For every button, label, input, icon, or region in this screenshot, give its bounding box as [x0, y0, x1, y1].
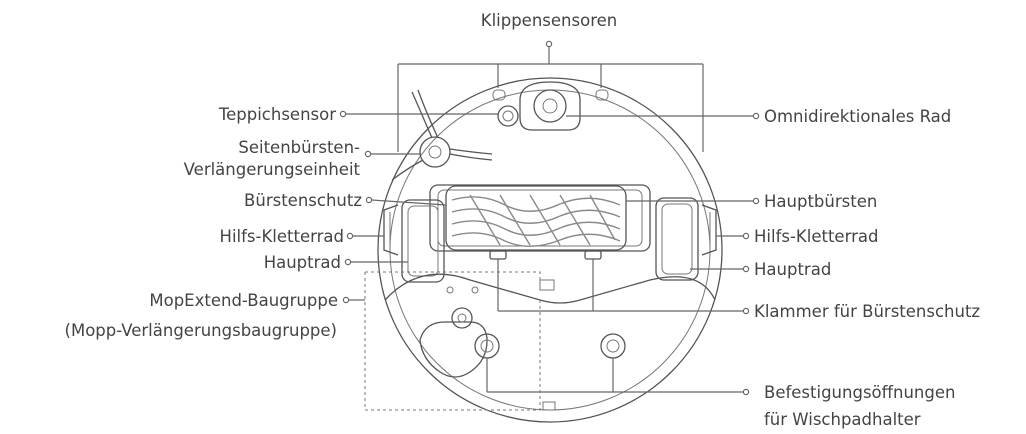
label-buerstenschutz: Bürstenschutz [244, 191, 362, 210]
label-hilfs-kletterrad-left: Hilfs-Kletterrad [220, 227, 344, 246]
label-mopextend-line2: (Mopp-Verlängerungsbaugruppe) [65, 321, 337, 340]
callout-buerstenschutz [365, 196, 447, 206]
climbing-wheel-right [701, 204, 717, 256]
brush-guard-clip-left [489, 250, 507, 260]
omnidirectional-wheel [519, 81, 581, 131]
label-klammer: Klammer für Bürstenschutz [754, 302, 980, 321]
callout-klammer [497, 259, 750, 315]
cliff-sensor-right [595, 89, 609, 101]
cliff-sensor-left [492, 89, 506, 101]
callout-hilfs-kletterrad-left [346, 232, 384, 240]
label-hauptrad-right: Hauptrad [754, 260, 831, 279]
brush-housing [429, 184, 651, 252]
label-omnidirektionales-rad: Omnidirektionales Rad [764, 107, 951, 126]
label-befestigung-line1: Befestigungsöffnungen [764, 383, 955, 402]
callout-seitenbuersten [364, 150, 421, 158]
callout-hilfs-kletterrad-right [716, 232, 750, 240]
carpet-sensor [497, 105, 519, 127]
brush-guard-clip-right [584, 250, 602, 260]
callout-befestigung [486, 358, 750, 396]
side-brush-extension-unit [391, 89, 493, 181]
robot-outline [377, 77, 723, 423]
mop-extend-outline [364, 271, 541, 411]
callout-hauptbuersten [626, 197, 760, 205]
callout-hauptrad-right [690, 265, 750, 273]
label-befestigung-line2: für Wischpadhalter [764, 410, 921, 429]
callout-omni-rad [566, 112, 760, 120]
label-hauptrad-left: Hauptrad [264, 253, 341, 272]
callout-teppichsensor [339, 110, 499, 118]
label-seitenbuersten-line2: Verlängerungseinheit [184, 160, 361, 179]
climbing-wheel-left [383, 204, 399, 256]
label-teppichsensor: Teppichsensor [218, 105, 336, 124]
mop-extend-assembly [419, 286, 488, 378]
main-wheel-left [401, 199, 445, 283]
label-klippensensoren: Klippensensoren [481, 11, 617, 30]
main-brush-bristles [451, 194, 621, 247]
label-hauptbuersten: Hauptbürsten [764, 192, 877, 211]
mounting-hole-right [600, 333, 626, 359]
callout-klippensensoren [397, 40, 704, 152]
main-wheel-right [655, 197, 699, 281]
label-mopextend-line1: MopExtend-Baugruppe [149, 291, 338, 310]
label-seitenbuersten-line1: Seitenbürsten- [238, 138, 360, 157]
bottom-tab [542, 401, 556, 411]
callout-mopextend [342, 296, 365, 304]
label-hilfs-kletterrad-right: Hilfs-Kletterrad [754, 227, 878, 246]
lower-panel [384, 273, 716, 304]
callout-hauptrad-left [344, 258, 408, 266]
